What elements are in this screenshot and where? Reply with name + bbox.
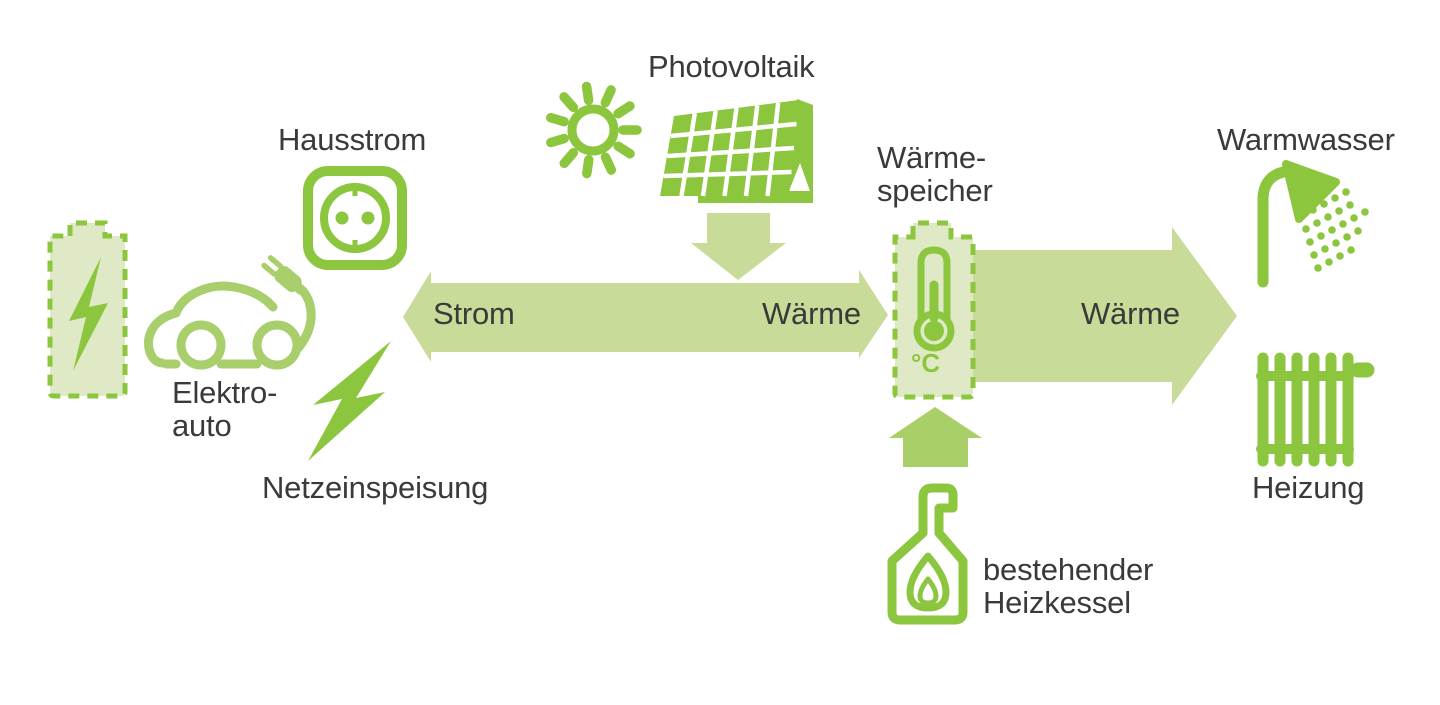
thermometer-icon xyxy=(913,246,955,352)
solar-panel-icon xyxy=(660,99,813,203)
battery-bolt-icon xyxy=(69,257,108,371)
waermespeicher-label-line2: speicher xyxy=(877,173,993,208)
netzeinspeisung-label: Netzeinspeisung xyxy=(262,470,489,505)
plug-icon xyxy=(261,255,306,296)
boiler-up-arrow xyxy=(889,407,982,467)
celsius-label: °C xyxy=(911,348,941,378)
waerme-right-flow-label: Wärme xyxy=(1081,296,1180,331)
pv-down-arrow xyxy=(691,213,786,280)
waermespeicher-label-line1: Wärme- xyxy=(877,140,987,175)
sun-icon xyxy=(545,81,642,179)
spray-dots xyxy=(1298,188,1369,272)
heizkessel-label-line1: bestehender xyxy=(983,552,1154,587)
heizkessel-label: bestehender Heizkessel xyxy=(983,553,1153,619)
flame-icon xyxy=(906,552,950,612)
heizung-label: Heizung xyxy=(1252,470,1365,505)
photovoltaik-label: Photovoltaik xyxy=(648,49,815,84)
car-icon xyxy=(144,255,316,370)
waerme-mid-flow-label: Wärme xyxy=(762,296,861,331)
elektroauto-label: Elektro- auto xyxy=(172,376,277,442)
waerme-right-arrow xyxy=(973,227,1237,405)
socket-icon xyxy=(303,166,407,270)
strom-flow-label: Strom xyxy=(433,296,515,331)
radiator-icon xyxy=(1256,352,1375,467)
hausstrom-label: Hausstrom xyxy=(278,122,427,157)
netzeinspeisung-bolt-icon xyxy=(308,341,391,461)
waermespeicher-label: Wärme- speicher xyxy=(877,141,993,207)
strom-waerme-arrow xyxy=(403,270,888,362)
heizkessel-label-line2: Heizkessel xyxy=(983,585,1131,620)
boiler-icon xyxy=(887,483,968,625)
battery-icon xyxy=(47,220,128,399)
waermespeicher-box xyxy=(892,220,976,400)
elektroauto-label-line1: Elektro- xyxy=(172,375,278,410)
elektroauto-label-line2: auto xyxy=(172,408,232,443)
warmwasser-label: Warmwasser xyxy=(1217,122,1395,157)
shower-icon xyxy=(1257,160,1369,288)
